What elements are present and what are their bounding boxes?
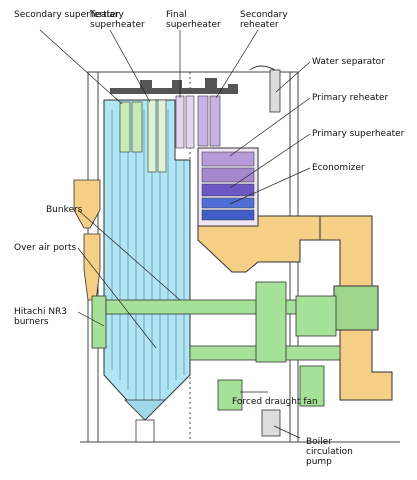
label-tertiary-superheater: Tertiary superheater (90, 10, 145, 30)
top-headers (110, 78, 238, 94)
label-water-separator: Water separator (312, 57, 385, 67)
final-superheater-panels (175, 95, 195, 149)
air-heater (333, 285, 379, 331)
tertiary-superheater-panels (147, 99, 167, 173)
label-economizer: Economizer (312, 163, 365, 173)
furnace-hopper (124, 399, 166, 421)
economizer-bank (201, 197, 255, 221)
furnace (103, 99, 191, 421)
label-primary-superheater: Primary superheater (312, 129, 405, 139)
flue-gas-outlet-duct (197, 215, 321, 273)
over-air-duct (83, 233, 101, 301)
label-primary-reheater: Primary reheater (312, 93, 389, 103)
secondary-reheater-panels (197, 95, 221, 147)
label-hitachi-nr3-burners: Hitachi NR3 burners (14, 307, 68, 327)
label-boiler-circulation-pump: Boiler circulation pump (306, 437, 353, 467)
water-separator (249, 65, 281, 113)
forced-draught-fan (217, 365, 325, 411)
boiler-circulation-pump (261, 409, 281, 437)
label-forced-draught-fan: Forced draught fan (232, 397, 318, 407)
coal-bunker (73, 179, 101, 229)
label-over-air-ports: Over air ports (14, 243, 77, 253)
label-secondary-superheater: Secondary superheater (14, 10, 120, 20)
leader-lines (39, 29, 311, 439)
secondary-superheater-panels (119, 101, 143, 153)
label-bunkers: Bunkers (46, 205, 83, 215)
burner-windbox (91, 295, 107, 349)
primary-reheater-bank (201, 151, 255, 183)
label-secondary-reheater: Secondary reheater (240, 10, 288, 30)
combustion-air-ducts (105, 281, 341, 363)
ash-hopper (135, 419, 155, 443)
label-final-superheater: Final superheater (166, 10, 221, 30)
primary-superheater-bank (201, 183, 255, 197)
